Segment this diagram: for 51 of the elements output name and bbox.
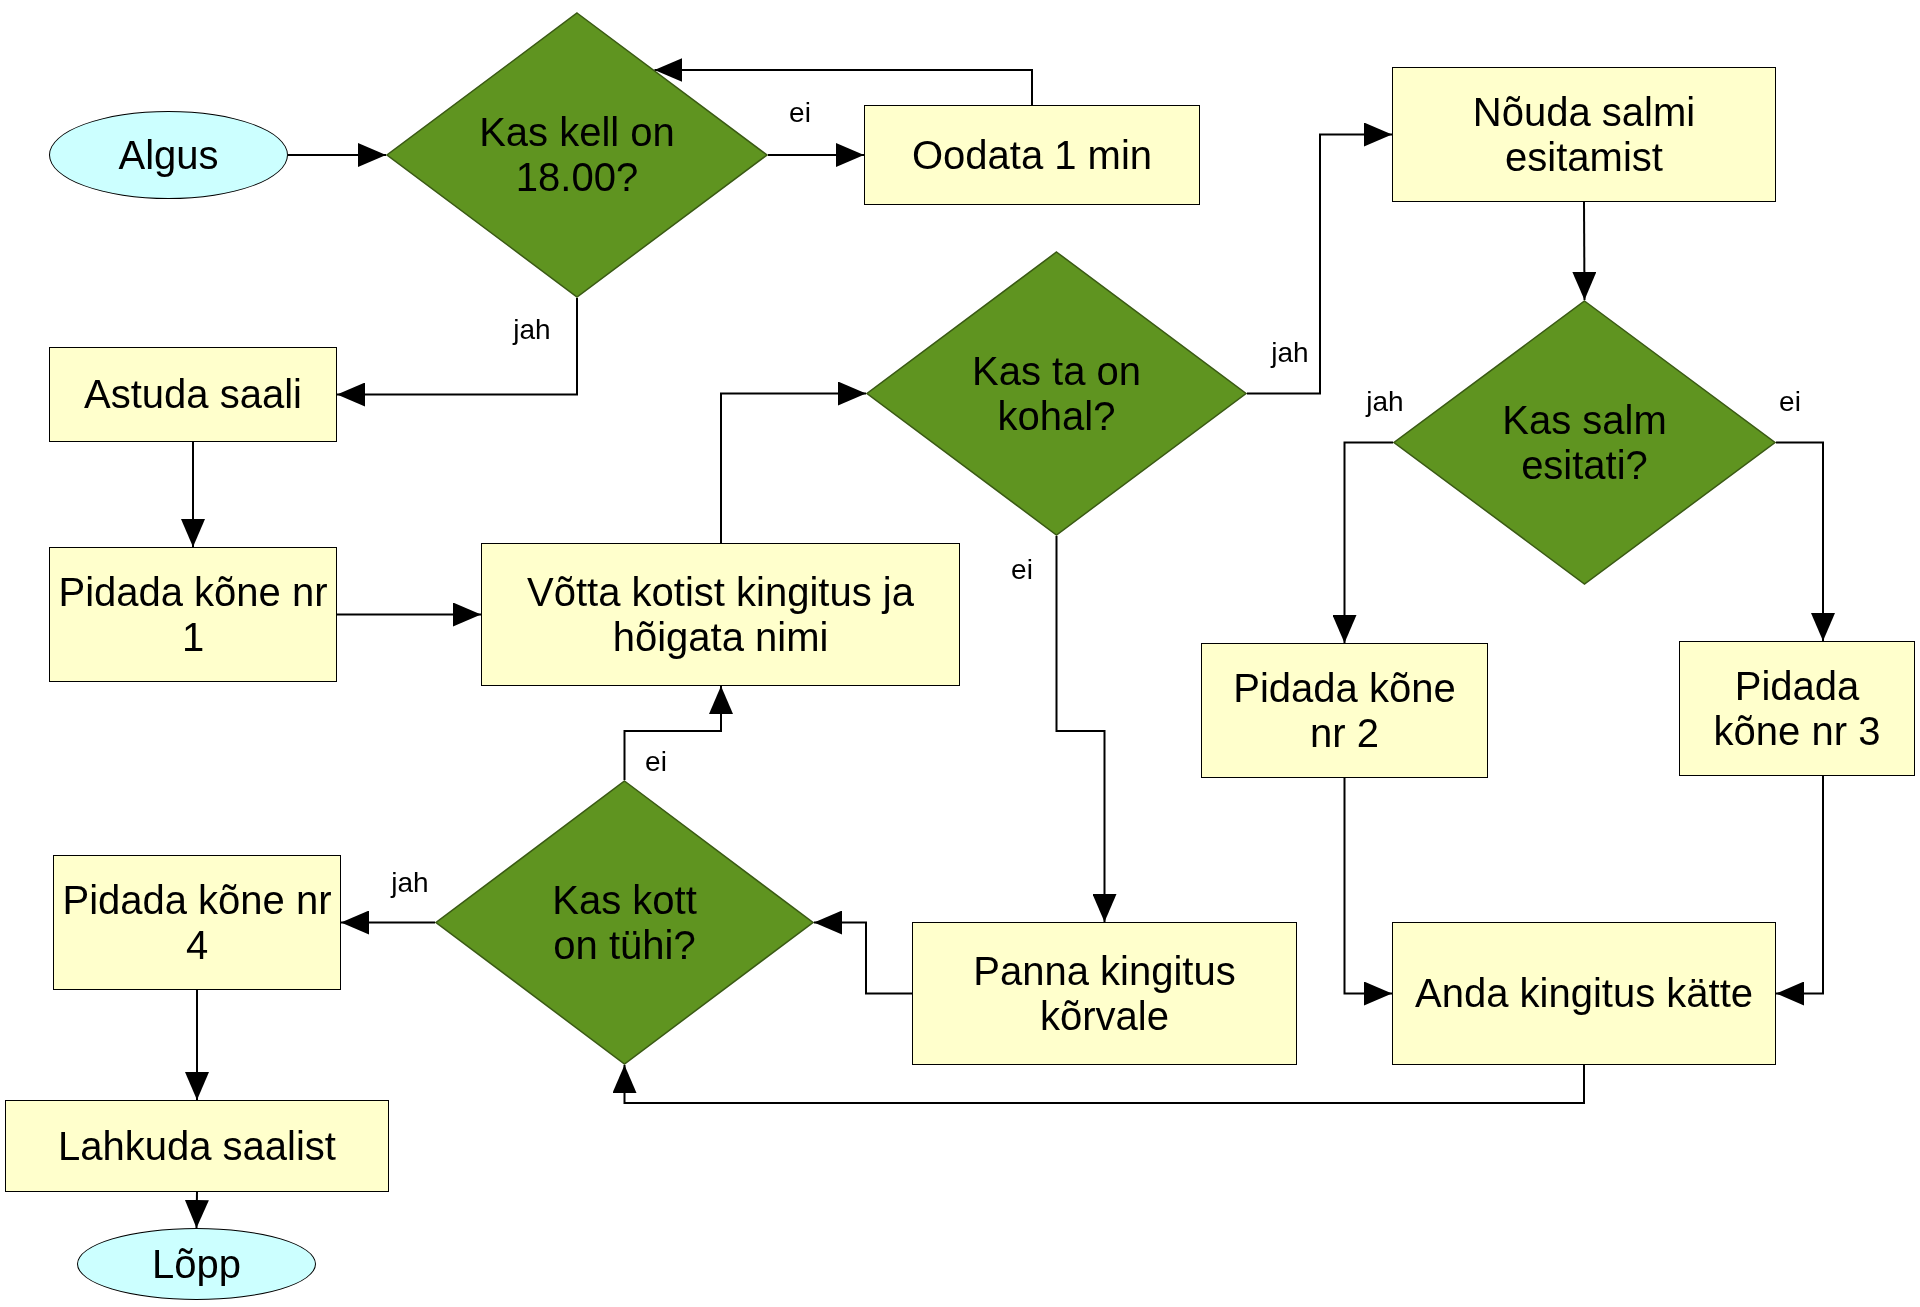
arrow bbox=[1246, 122, 1393, 395]
node-text: Pidada kõne nr 4 bbox=[62, 877, 332, 968]
arrow bbox=[185, 989, 209, 1101]
arrow bbox=[1775, 441, 1835, 642]
arrow bbox=[767, 143, 865, 167]
node-text: Algus bbox=[118, 132, 219, 178]
arrow bbox=[336, 602, 482, 627]
process-box bbox=[864, 105, 1200, 205]
arrow bbox=[623, 685, 733, 781]
process-box bbox=[1392, 67, 1776, 202]
arrow bbox=[612, 1064, 1585, 1104]
node-text: Lõpp bbox=[152, 1241, 241, 1287]
arrow bbox=[813, 910, 913, 995]
process-box bbox=[1392, 922, 1776, 1065]
node-text: Anda kingitus kätte bbox=[1415, 971, 1753, 1016]
arrow bbox=[184, 1191, 209, 1229]
decision-diamond bbox=[866, 251, 1247, 536]
arrow bbox=[181, 441, 205, 548]
process-box bbox=[1679, 641, 1915, 776]
process-box bbox=[53, 855, 341, 990]
node-text: Kas ta on kohal? bbox=[971, 348, 1142, 439]
node-text: Võtta kotist kingitus ja hõigata nimi bbox=[526, 569, 915, 660]
node-text: Astuda saali bbox=[84, 372, 302, 417]
node-text: Panna kingitus kõrvale bbox=[972, 948, 1237, 1039]
arrow bbox=[340, 910, 436, 935]
decision-diamond bbox=[435, 780, 814, 1065]
arrow bbox=[336, 297, 578, 407]
node-text: Kas kott on tühi? bbox=[551, 877, 698, 968]
process-box bbox=[49, 347, 337, 442]
node-text: Kas kell on 18.00? bbox=[478, 110, 676, 200]
decision-diamond bbox=[386, 12, 768, 298]
arrow bbox=[287, 143, 387, 167]
node-text: Kas salm esitati? bbox=[1501, 397, 1668, 488]
arrow bbox=[720, 381, 867, 544]
process-box bbox=[481, 543, 960, 686]
node-text: Oodata 1 min bbox=[911, 132, 1153, 178]
node-text: Pidada kõne nr 2 bbox=[1232, 665, 1457, 756]
arrow bbox=[1343, 777, 1393, 1006]
process-box bbox=[5, 1100, 389, 1192]
arrow bbox=[1332, 441, 1394, 644]
process-box bbox=[49, 547, 337, 682]
node-text: Pidada kõne nr 1 bbox=[58, 569, 328, 660]
process-box bbox=[1201, 643, 1488, 778]
arrow bbox=[653, 58, 1033, 106]
arrow bbox=[1572, 201, 1597, 301]
arrow bbox=[1775, 775, 1824, 1006]
process-box bbox=[912, 922, 1297, 1065]
node-text: Lahkuda saalist bbox=[58, 1123, 336, 1169]
node-text: Nõuda salmi esitamist bbox=[1471, 89, 1697, 180]
arrow bbox=[1055, 535, 1117, 923]
node-text: Pidada kõne nr 3 bbox=[1712, 663, 1882, 754]
